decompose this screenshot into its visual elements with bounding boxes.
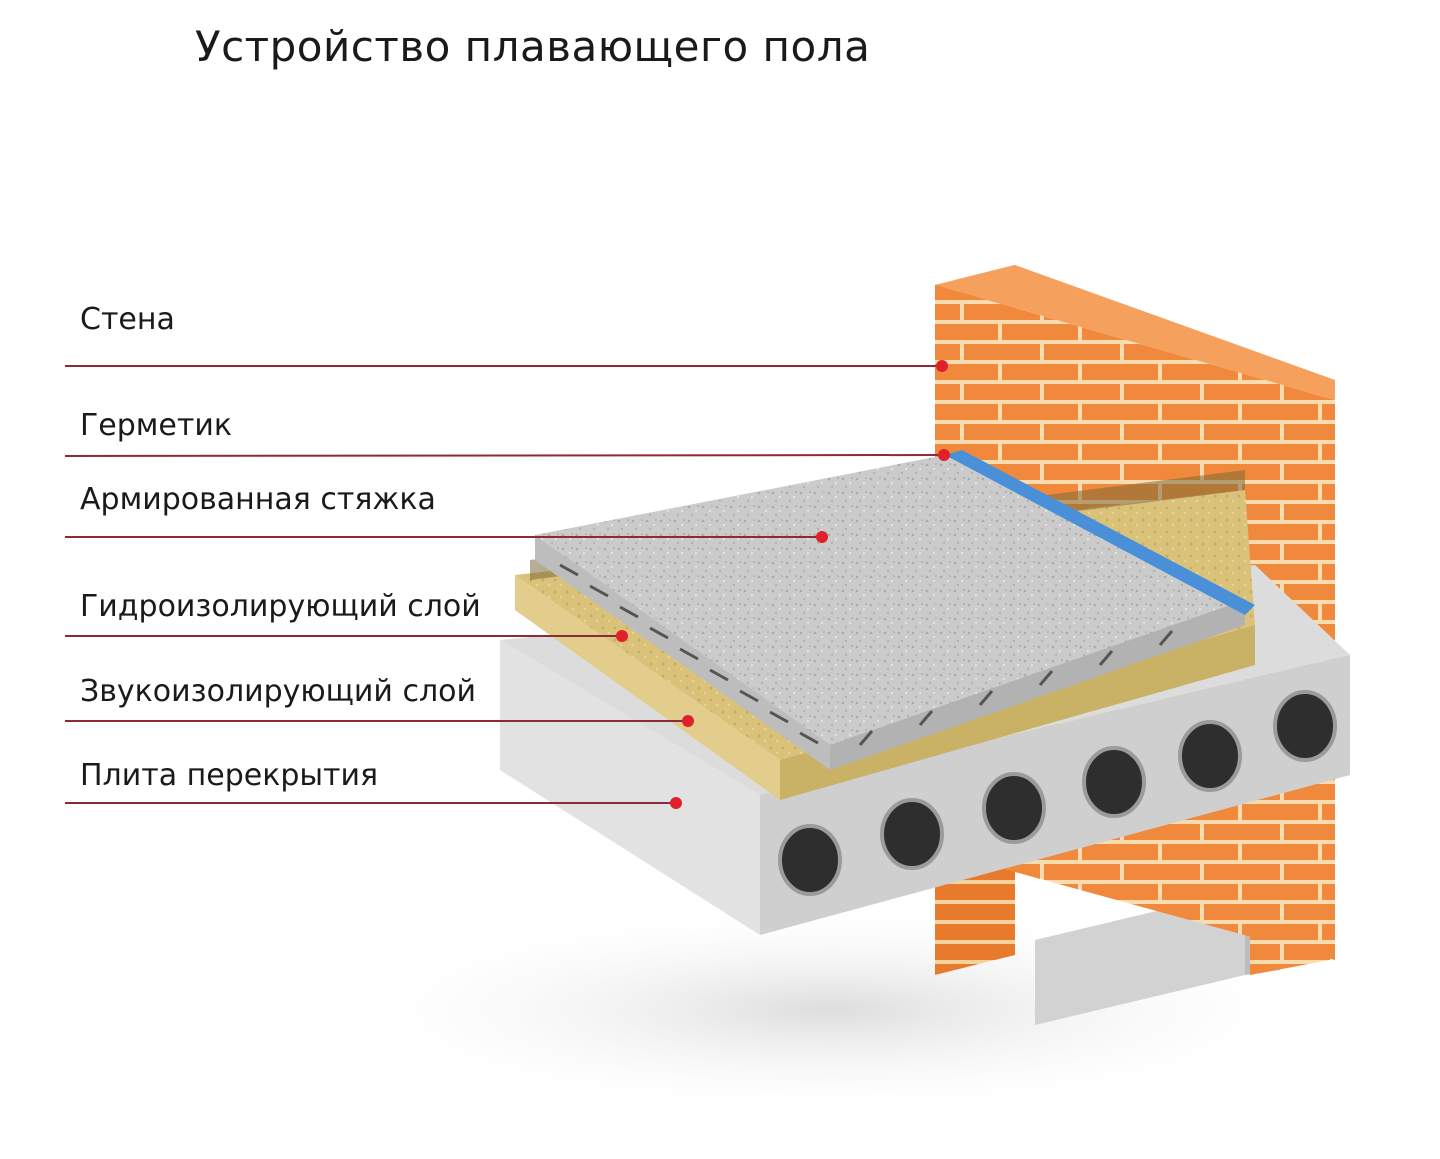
wall-lower-face [1250, 780, 1330, 975]
diagram-title: Устройство плавающего пола [195, 22, 870, 71]
label-floor-slab: Плита перекрытия [80, 758, 378, 793]
leader-dot-waterproofing [616, 630, 628, 642]
label-waterproofing: Гидроизолирующий слой [80, 589, 481, 624]
label-sealant: Герметик [80, 408, 232, 443]
label-wall: Стена [80, 302, 175, 337]
leader-dot-sealant [938, 449, 950, 461]
leader-dot-wall [936, 360, 948, 372]
leader-dot-slab [670, 797, 682, 809]
leader-dot-insulation [682, 715, 694, 727]
label-reinforced-screed: Армированная стяжка [80, 482, 436, 517]
label-sound-insulation: Звукоизолирующий слой [80, 674, 476, 709]
leader-dot-screed [816, 531, 828, 543]
leader-line-sealant [65, 455, 944, 456]
